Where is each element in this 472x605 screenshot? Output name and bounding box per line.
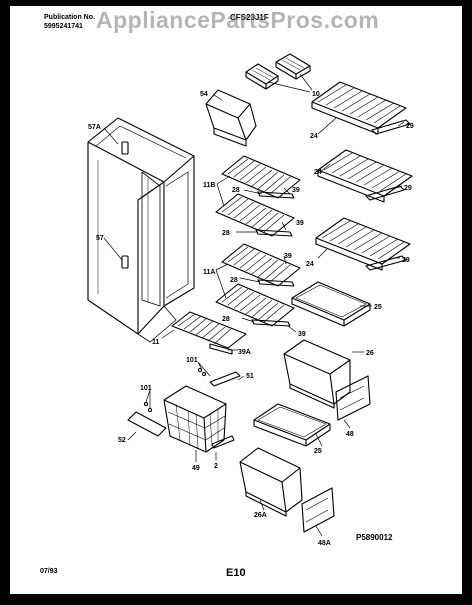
part-101-screws	[143, 367, 207, 413]
callout-101-2: 101	[140, 385, 152, 392]
callout-49: 49	[192, 465, 200, 472]
light-housing-upper	[121, 141, 129, 155]
leader-lines	[103, 73, 405, 537]
callout-11A: 11A	[203, 269, 215, 276]
part-52-rail	[127, 411, 167, 437]
part-2-stop	[211, 435, 235, 449]
callout-39-4: 39	[298, 331, 306, 338]
callout-26: 26	[366, 350, 374, 357]
callout-39-3: 39	[284, 253, 292, 260]
callout-57A: 57A	[88, 124, 101, 131]
part-54-bin	[205, 89, 257, 147]
model-number: CFS23J1F	[230, 13, 269, 22]
part-26-crisper	[283, 339, 351, 409]
callout-29-1: 29	[406, 123, 414, 130]
light-housing-lower	[121, 255, 129, 269]
part-11A-shelf-upper	[221, 243, 301, 287]
callout-52: 52	[118, 437, 126, 444]
paper	[10, 6, 462, 594]
callout-26A: 26A	[254, 512, 267, 519]
callout-25-1: 25	[374, 304, 382, 311]
part-10-trays	[245, 53, 311, 90]
callout-101-1: 101	[186, 357, 198, 364]
callout-51: 51	[246, 373, 254, 380]
callout-10: 10	[312, 91, 320, 98]
callout-48A: 48A	[318, 540, 331, 547]
callout-2: 2	[214, 463, 218, 470]
publication-label: Publication No.	[44, 14, 95, 21]
part-11B-shelf-upper	[221, 155, 301, 199]
part-48-front	[335, 375, 371, 421]
drawing-number: P5890012	[356, 533, 393, 542]
part-49-basket	[163, 385, 227, 453]
footer-page: E10	[226, 567, 246, 579]
callout-28-1: 28	[232, 187, 240, 194]
part-25-cover-upper	[291, 281, 371, 327]
part-29-trim-1	[371, 119, 411, 135]
callout-11: 11	[152, 339, 160, 346]
part-11B-shelf-lower	[215, 193, 295, 237]
part-25-cover-lower	[253, 403, 331, 447]
part-26A-crisper	[239, 447, 303, 517]
callout-39-2: 39	[296, 220, 304, 227]
callout-29-3: 29	[402, 257, 410, 264]
part-48A-front	[301, 487, 335, 533]
footer-date: 07/93	[40, 568, 58, 575]
callout-28-2: 28	[222, 230, 230, 237]
part-24-shelf-1	[311, 81, 411, 135]
callout-39-1: 39	[292, 187, 300, 194]
part-29-trim-2	[365, 185, 405, 201]
callout-28-3: 28	[230, 277, 238, 284]
part-11A-shelf-lower	[215, 283, 295, 327]
callout-54: 54	[200, 91, 208, 98]
part-24-shelf-3	[315, 217, 411, 271]
part-11-shelf	[171, 311, 247, 355]
watermark: AppliancePartsPros.com	[96, 7, 380, 33]
callout-29-2: 29	[404, 185, 412, 192]
callout-39A: 39A	[238, 349, 251, 356]
callout-24-1: 24	[310, 133, 318, 140]
callout-24-3: 24	[306, 261, 314, 268]
callout-57: 57	[96, 235, 104, 242]
callout-24-2: 24	[314, 169, 322, 176]
part-51-rail	[209, 371, 241, 387]
part-29-trim-3	[365, 255, 407, 271]
callout-11B: 11B	[203, 182, 215, 189]
callout-28-4: 28	[222, 316, 230, 323]
callout-25-2: 25	[314, 448, 322, 455]
cabinet-liner	[87, 117, 195, 343]
part-24-shelf-2	[317, 149, 413, 203]
publication-number: 5995241741	[44, 23, 83, 30]
callout-48: 48	[346, 431, 354, 438]
